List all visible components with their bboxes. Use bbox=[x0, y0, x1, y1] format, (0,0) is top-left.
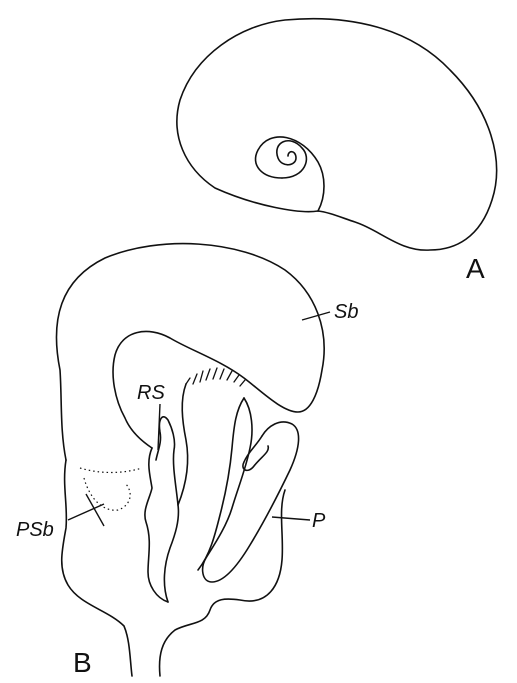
label-sb: Sb bbox=[334, 301, 358, 323]
panel-b-letter: B bbox=[73, 647, 92, 678]
label-psb: PSb bbox=[16, 519, 54, 541]
fringe-crest bbox=[186, 368, 245, 386]
sb-lobe-outline bbox=[56, 244, 324, 460]
panel-a-shell bbox=[177, 19, 497, 250]
label-p: P bbox=[312, 510, 326, 532]
panel-b-structure bbox=[56, 244, 324, 676]
psb-cross-tick bbox=[86, 494, 104, 526]
p-inner-fold bbox=[243, 436, 268, 470]
central-tube-right bbox=[198, 398, 244, 570]
psb-dotted-arc bbox=[84, 478, 130, 510]
p-leader-line bbox=[272, 517, 310, 520]
shell-aperture-line bbox=[255, 137, 324, 211]
psb-body-outline bbox=[62, 460, 132, 676]
label-rs: RS bbox=[137, 382, 165, 404]
rs-inner-outline bbox=[156, 417, 178, 602]
sb-leader-line bbox=[302, 312, 330, 320]
shell-outer-outline bbox=[177, 19, 497, 250]
central-tube-outline bbox=[178, 384, 188, 505]
shell-spiral bbox=[277, 141, 307, 178]
psb-dotted-boundary bbox=[80, 468, 142, 473]
panel-a-letter: A bbox=[466, 253, 485, 284]
